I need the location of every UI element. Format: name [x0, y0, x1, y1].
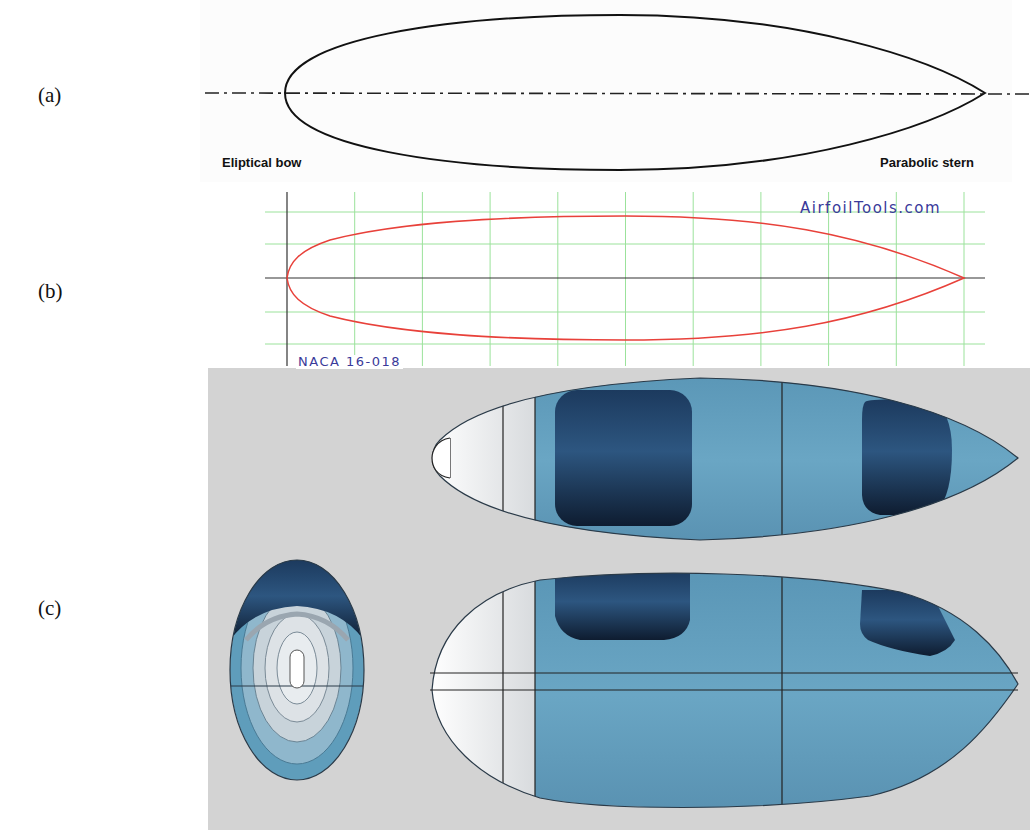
- panel-letter: (c): [38, 597, 61, 620]
- center-axis: [205, 93, 1030, 94]
- watermark: AirfoilTools.com: [800, 200, 941, 217]
- hull-outline: [285, 15, 985, 170]
- waterline: [430, 673, 1018, 674]
- side-view: [430, 570, 1025, 820]
- chord-axis: [265, 277, 985, 278]
- airfoil-name: NACA 16-018: [296, 355, 403, 369]
- airfoil-profile: [287, 216, 964, 340]
- panel-letter: (a): [38, 84, 61, 107]
- waterline: [430, 690, 1018, 691]
- top-view: [430, 370, 1025, 550]
- render-ground: [208, 368, 1030, 830]
- panel-letter: (b): [38, 280, 63, 303]
- front-view: [230, 560, 364, 780]
- photo-ground: [200, 0, 1012, 182]
- bow-label: Eliptical bow: [222, 156, 301, 170]
- stern-label: Parabolic stern: [880, 156, 974, 170]
